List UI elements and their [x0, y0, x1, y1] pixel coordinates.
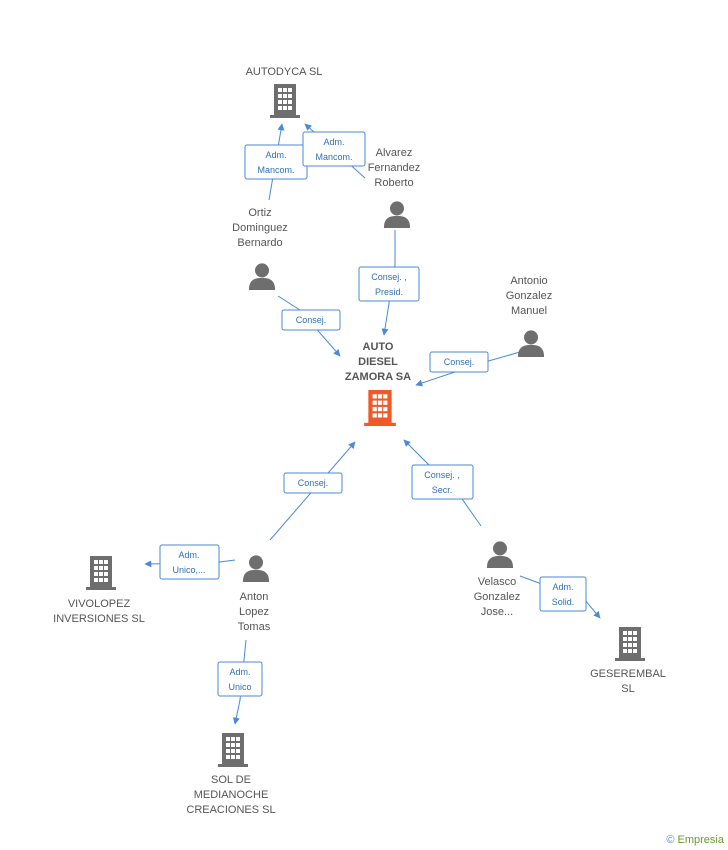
node-label: Lopez — [239, 606, 269, 618]
relation-label[interactable]: Adm. Solid. — [539, 576, 587, 612]
node-label: Dominguez — [232, 222, 288, 234]
node-label: Jose... — [481, 606, 513, 618]
relation-text: Consej. — [296, 315, 327, 325]
relation-text: Adm. — [323, 137, 344, 147]
relation-text: Presid. — [375, 287, 403, 297]
relation-text: Mancom. — [315, 152, 352, 162]
relation-text: Unico — [228, 682, 251, 692]
brand-name: Empresia — [677, 834, 724, 846]
node-label: DIESEL — [358, 356, 398, 368]
relation-text: Adm. — [229, 667, 250, 677]
node-label: Gonzalez — [506, 290, 552, 302]
building-icon — [364, 390, 396, 426]
building-icon — [270, 84, 300, 118]
relation-labels: Adm. Mancom. Adm. Mancom. Consej. , Pres… — [159, 131, 587, 697]
node-label: AUTODYCA SL — [246, 66, 323, 78]
relation-label[interactable]: Adm. Mancom. — [302, 131, 366, 167]
copyright-icon: © — [666, 834, 675, 846]
person-node-alvarez[interactable]: Alvarez Fernandez Roberto — [368, 147, 421, 228]
person-node-velasco[interactable]: Velasco Gonzalez Jose... — [474, 541, 520, 618]
person-node-antonio[interactable]: Antonio Gonzalez Manuel — [506, 275, 552, 357]
node-label: VIVOLOPEZ — [68, 598, 131, 610]
relation-label[interactable]: Consej. , Secr. — [411, 464, 474, 500]
company-node-geserembal[interactable]: GESEREMBAL SL — [590, 627, 666, 695]
node-label: Antonio — [510, 275, 547, 287]
relation-label[interactable]: Adm. Unico — [217, 661, 263, 697]
node-label: Ortiz — [248, 207, 271, 219]
company-node-vivolopez[interactable]: VIVOLOPEZ INVERSIONES SL — [53, 556, 145, 625]
relation-text: Adm. — [178, 550, 199, 560]
nodes: AUTODYCA SL Alvarez Fernandez Roberto Or… — [53, 66, 666, 816]
node-label: INVERSIONES SL — [53, 613, 145, 625]
relation-text: Consej. , — [424, 470, 460, 480]
company-node-main[interactable]: AUTO DIESEL ZAMORA SA — [345, 341, 411, 426]
relation-label[interactable]: Consej. — [283, 472, 343, 494]
relation-text: Mancom. — [257, 165, 294, 175]
node-label: Roberto — [374, 177, 413, 189]
relation-label[interactable]: Adm. Unico,... — [159, 544, 220, 580]
relation-text: Adm. — [552, 582, 573, 592]
node-label: ZAMORA SA — [345, 371, 411, 383]
node-label: Alvarez — [376, 147, 413, 159]
relation-text: Consej. — [298, 478, 329, 488]
node-label: AUTO — [363, 341, 394, 353]
relation-text: Solid. — [552, 597, 575, 607]
relation-text: Unico,... — [172, 565, 205, 575]
relation-label[interactable]: Adm. Mancom. — [244, 144, 308, 180]
node-label: MEDIANOCHE — [194, 789, 269, 801]
node-label: Tomas — [238, 621, 271, 633]
node-label: SOL DE — [211, 774, 251, 786]
person-icon — [242, 555, 270, 582]
company-node-autodyca[interactable]: AUTODYCA SL — [246, 66, 323, 118]
node-label: Velasco — [478, 576, 517, 588]
person-node-ortiz[interactable]: Ortiz Dominguez Bernardo — [232, 207, 288, 290]
node-label: Fernandez — [368, 162, 421, 174]
node-label: Manuel — [511, 305, 547, 317]
node-label: Gonzalez — [474, 591, 520, 603]
node-label: GESEREMBAL — [590, 668, 666, 680]
relation-label[interactable]: Consej. , Presid. — [358, 266, 420, 302]
company-node-sol[interactable]: SOL DE MEDIANOCHE CREACIONES SL — [186, 733, 276, 816]
relation-text: Secr. — [432, 485, 453, 495]
person-icon — [383, 201, 411, 228]
building-icon — [615, 627, 645, 661]
person-icon — [248, 263, 276, 290]
relation-text: Adm. — [265, 150, 286, 160]
edge-alvarez-main — [381, 230, 396, 336]
person-icon — [517, 330, 545, 357]
person-icon — [486, 541, 514, 568]
relation-text: Consej. — [444, 357, 475, 367]
node-label: Anton — [240, 591, 269, 603]
relation-label[interactable]: Consej. — [281, 309, 341, 331]
node-label: CREACIONES SL — [186, 804, 275, 816]
node-label: Bernardo — [237, 237, 282, 249]
relation-text: Consej. , — [371, 272, 407, 282]
person-node-anton[interactable]: Anton Lopez Tomas — [238, 555, 271, 633]
building-icon — [218, 733, 248, 767]
building-icon — [86, 556, 116, 590]
node-label: SL — [621, 683, 634, 695]
edge-anton-sol — [232, 639, 247, 725]
footer-brand[interactable]: © Empresia — [666, 834, 724, 846]
relation-label[interactable]: Consej. — [429, 351, 489, 373]
